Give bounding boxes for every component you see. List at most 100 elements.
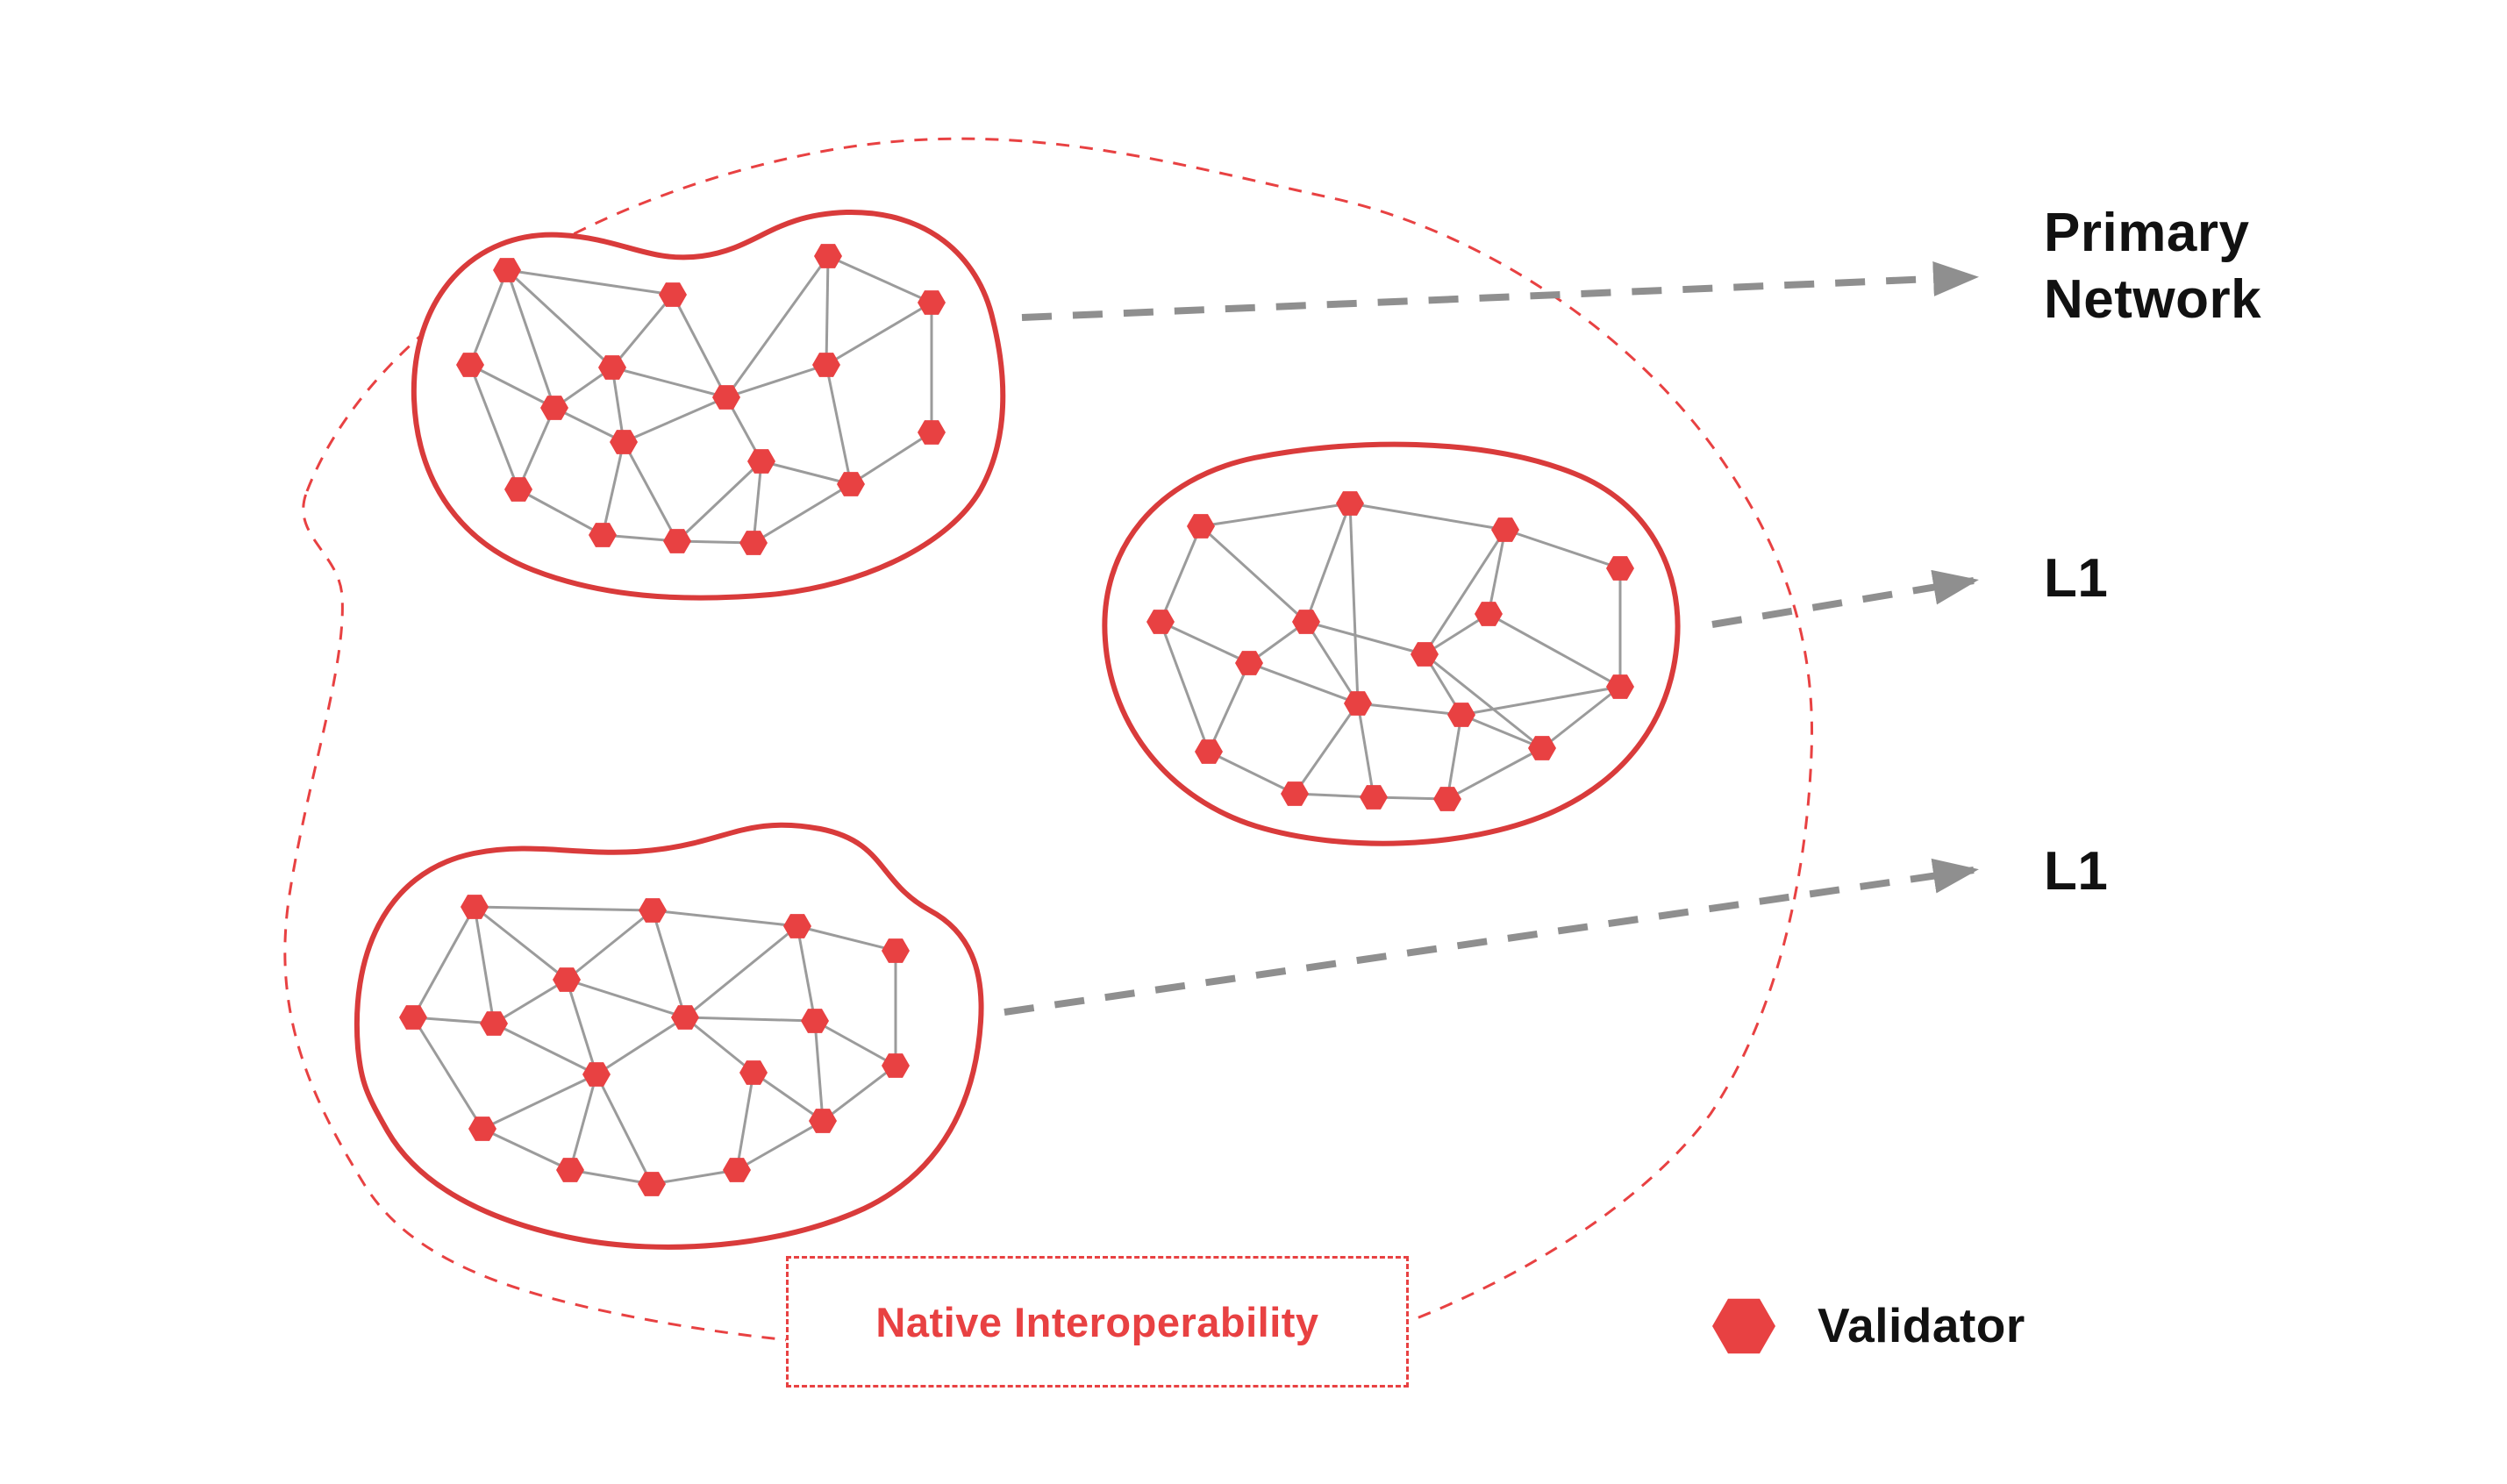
validator-node-icon (461, 895, 489, 919)
network-edge (1356, 703, 1375, 798)
network-edge (825, 301, 932, 367)
native-interoperability-label: Native Interoperability (875, 1298, 1319, 1345)
validator-node-icon (723, 1158, 751, 1182)
network-edge (822, 1064, 896, 1123)
validator-node-icon (493, 258, 521, 282)
network-edge (1208, 750, 1296, 796)
validator-node-icon (814, 244, 842, 268)
validator-node-icon (659, 282, 687, 307)
validator-node-icon (480, 1011, 508, 1036)
validator-node-icon (671, 1005, 699, 1030)
network-edge (753, 1071, 824, 1123)
network-edge (1424, 653, 1543, 750)
network-edge (596, 1016, 686, 1076)
validator-node-icon (882, 938, 910, 963)
network-edge (493, 1022, 597, 1076)
network-edge (825, 364, 853, 485)
validator-node-icon (1336, 491, 1364, 516)
network-edge (473, 906, 496, 1024)
network-edge (1423, 529, 1507, 655)
network-edge (505, 269, 556, 409)
validator-node-icon (589, 523, 617, 547)
network-edge (1446, 714, 1463, 800)
network-edge (736, 1119, 824, 1172)
network-edge (412, 1016, 495, 1025)
network-edge (469, 363, 555, 410)
network-edge (518, 488, 604, 537)
network-edge (813, 1020, 825, 1122)
network-edge (684, 924, 798, 1019)
network-edge (1248, 661, 1359, 705)
network-edge (1446, 746, 1543, 801)
network-edge (1461, 713, 1543, 750)
network-edge (850, 431, 932, 486)
validator-node-icon (638, 1172, 666, 1196)
validator-node-icon (918, 290, 946, 315)
validator-node-icon (739, 1060, 768, 1085)
network-edge (1504, 528, 1621, 570)
validator-node-icon (809, 1109, 837, 1133)
network-edge (753, 482, 852, 545)
network-edge (554, 406, 625, 444)
validator-node-icon (553, 967, 581, 992)
network-edge (684, 1016, 754, 1074)
network-edge (566, 909, 654, 981)
validator-node-icon (1528, 736, 1556, 760)
validator-hexagon-icon (1712, 1298, 1775, 1354)
network-edge (1293, 703, 1360, 795)
validator-node-icon (1491, 517, 1519, 542)
validator-node-icon (918, 420, 946, 445)
l1-right-graph (1146, 491, 1634, 811)
network-edge (1357, 702, 1462, 717)
validator-node-icon (783, 914, 811, 938)
validator-node-icon (812, 353, 840, 377)
network-edge (814, 1019, 896, 1067)
l1-top-label: L1 (2044, 548, 2109, 609)
network-edge (1488, 612, 1621, 688)
validator-node-icon (882, 1053, 910, 1078)
primary-network-label: Primary Network (2044, 203, 2262, 330)
arrow-to-l1-bottom-label (1004, 858, 1979, 1016)
network-edge (1487, 529, 1507, 615)
network-edge (725, 363, 827, 399)
validator-node-icon (747, 449, 775, 474)
network-edge (1159, 621, 1211, 753)
validator-node-icon (739, 531, 768, 555)
network-edge (622, 441, 679, 542)
validator-node-icon (456, 353, 484, 377)
arrow-to-l1-top-label (1711, 569, 1979, 628)
validator-node-icon (540, 396, 568, 420)
network-edge (761, 460, 852, 486)
network-edge (595, 1074, 654, 1185)
validator-node-icon (504, 477, 532, 502)
network-edge (827, 254, 932, 304)
network-edge (569, 1168, 653, 1186)
network-edge (1348, 503, 1360, 704)
network-edge (796, 924, 896, 952)
validator-node-icon (1606, 556, 1634, 581)
validator-node-icon (1411, 642, 1439, 667)
validator-node-icon (1606, 674, 1634, 699)
network-edge (1207, 662, 1251, 753)
network-edge (505, 268, 614, 369)
network-edge (1541, 685, 1621, 750)
network-edge (1304, 503, 1352, 623)
interoperability-boundary-outline (283, 137, 1813, 1363)
validator-legend-label: Validator (1818, 1298, 2025, 1352)
network-edge (752, 460, 763, 544)
network-edge (735, 1072, 755, 1171)
validator-node-icon (598, 355, 626, 380)
validator-node-icon (1187, 514, 1215, 539)
network-edge (517, 407, 556, 490)
l1-bottom-label: L1 (2044, 841, 2109, 902)
network-edge (474, 905, 654, 912)
arrow-to-primary-network-label (1021, 260, 1979, 321)
network-edge (651, 1168, 738, 1186)
network-edge (611, 367, 625, 443)
network-edge (623, 396, 727, 444)
network-edge (1159, 525, 1203, 623)
validator-node-icon (399, 1005, 427, 1030)
network-edge (671, 294, 728, 398)
network-edge (566, 978, 686, 1019)
